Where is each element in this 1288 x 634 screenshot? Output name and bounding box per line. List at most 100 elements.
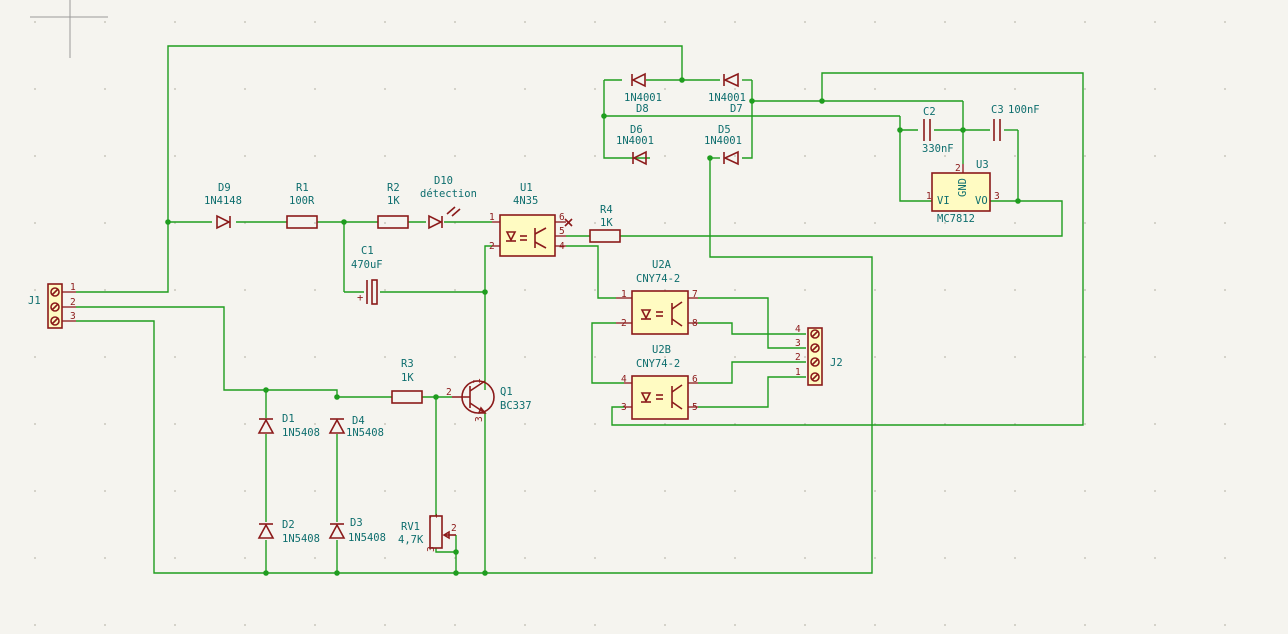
diode-d5[interactable]: D5 1N4001 — [704, 124, 742, 166]
potentiometer-rv1[interactable]: RV1 4,7K 1 2 3 — [398, 513, 457, 552]
c1-value: 470uF — [351, 259, 383, 271]
grid-dot — [104, 222, 106, 224]
grid-dot — [1224, 356, 1226, 358]
grid-dot — [1084, 222, 1086, 224]
crosshair-cursor — [30, 0, 108, 58]
resistor-r4[interactable]: R4 1K — [589, 204, 621, 243]
d10-ref: D10 — [434, 175, 453, 187]
diode-d1[interactable]: D1 1N5408 — [257, 413, 320, 439]
grid-dot — [594, 88, 596, 90]
d4-value: 1N5408 — [346, 427, 384, 439]
resistor-r2[interactable]: R2 1K — [377, 182, 409, 229]
regulator-u3[interactable]: U3 VI VO GND MC7812 1 2 3 — [926, 159, 1000, 225]
grid-dot — [314, 88, 316, 90]
resistor-r3[interactable]: R3 1K — [391, 358, 423, 404]
grid-dot — [1014, 222, 1016, 224]
j1-pin-3: 3 — [70, 311, 76, 322]
grid-dot — [804, 624, 806, 626]
u3-pin-1: 1 — [926, 191, 932, 202]
grid-dot — [454, 490, 456, 492]
r2-value: 1K — [387, 195, 400, 207]
rv1-pin-3: 3 — [426, 546, 437, 552]
grid-dot — [1154, 557, 1156, 559]
grid-dot — [34, 88, 36, 90]
d10-value: détection — [420, 188, 477, 200]
r4-ref: R4 — [600, 204, 613, 216]
c2-value: 330nF — [922, 143, 954, 155]
diode-d4[interactable]: D4 1N5408 — [328, 415, 384, 439]
diode-d2[interactable]: D2 1N5408 — [257, 519, 320, 545]
u3-ref: U3 — [976, 159, 989, 171]
led-d10[interactable]: D10 détection — [420, 175, 477, 230]
d8-ref: D8 — [636, 103, 649, 115]
grid-dot — [1014, 155, 1016, 157]
junction-dots — [165, 77, 1021, 576]
grid-dot — [524, 356, 526, 358]
grid-dot — [104, 155, 106, 157]
grid-dot — [244, 289, 246, 291]
resistor-r1[interactable]: R1 100R — [286, 182, 318, 229]
grid-dot — [1014, 624, 1016, 626]
optocoupler-u1[interactable]: U1 4N35 1 2 6 5 4 — [489, 182, 573, 257]
capacitor-c3[interactable]: C3 100nF — [991, 104, 1040, 141]
grid-dot — [1084, 490, 1086, 492]
u3-pin-vi: VI — [937, 195, 950, 207]
grid-dot — [174, 21, 176, 23]
grid-dot — [734, 624, 736, 626]
diode-d3[interactable]: D3 1N5408 — [328, 517, 386, 544]
grid-dot — [1224, 423, 1226, 425]
d9-value: 1N4148 — [204, 195, 242, 207]
capacitor-c2[interactable]: C2 330nF — [922, 106, 954, 155]
grid-dot — [1084, 289, 1086, 291]
diode-d8[interactable]: 1N4001 D8 — [624, 72, 662, 115]
grid-dot — [34, 356, 36, 358]
rv1-value: 4,7K — [398, 534, 424, 546]
grid-dot — [174, 557, 176, 559]
grid-dot — [944, 222, 946, 224]
grid-dot — [314, 557, 316, 559]
u2a-pin-8: 8 — [692, 318, 698, 329]
d3-ref: D3 — [350, 517, 363, 529]
u2a-ref: U2A — [652, 259, 672, 271]
grid-dot — [174, 356, 176, 358]
grid-dot — [1154, 423, 1156, 425]
grid-dot — [524, 289, 526, 291]
d6-ref: D6 — [630, 124, 643, 136]
optocoupler-u2b[interactable]: U2B CNY74-2 4 3 6 5 — [621, 344, 698, 420]
grid-dot — [524, 21, 526, 23]
u1-pin-1: 1 — [489, 212, 495, 223]
grid-dot — [1224, 289, 1226, 291]
u2b-value: CNY74-2 — [636, 358, 680, 370]
transistor-q1[interactable]: Q1 BC337 1 2 3 — [446, 378, 532, 422]
diode-d7[interactable]: 1N4001 D7 — [708, 72, 746, 115]
j1-pin-2: 2 — [70, 297, 76, 308]
diode-d9[interactable]: D9 1N4148 — [204, 182, 242, 230]
d5-ref: D5 — [718, 124, 731, 136]
grid-dot — [1154, 490, 1156, 492]
grid-dot — [314, 222, 316, 224]
optocoupler-u2a[interactable]: U2A CNY74-2 1 2 7 8 — [616, 259, 698, 335]
grid-dot — [1014, 356, 1016, 358]
grid-dot — [314, 155, 316, 157]
d3-value: 1N5408 — [348, 532, 386, 544]
grid-dot — [594, 222, 596, 224]
connector-j2[interactable]: J2 4 3 2 1 — [795, 324, 843, 386]
grid-dot — [1014, 557, 1016, 559]
grid-dot — [454, 289, 456, 291]
grid-dot — [244, 155, 246, 157]
grid-dot — [594, 490, 596, 492]
grid-dot — [384, 289, 386, 291]
c3-value: 100nF — [1008, 104, 1040, 116]
diode-d6[interactable]: D6 1N4001 — [616, 124, 654, 166]
grid-dot — [734, 88, 736, 90]
connector-j1[interactable]: J1 1 2 3 — [28, 282, 76, 329]
grid-dot — [1084, 21, 1086, 23]
capacitor-c1[interactable]: + C1 470uF — [351, 245, 383, 305]
grid-dot — [874, 21, 876, 23]
grid-dot — [594, 289, 596, 291]
grid-dot — [244, 21, 246, 23]
grid-dot — [804, 88, 806, 90]
grid-dot — [874, 222, 876, 224]
grid-dot — [664, 21, 666, 23]
